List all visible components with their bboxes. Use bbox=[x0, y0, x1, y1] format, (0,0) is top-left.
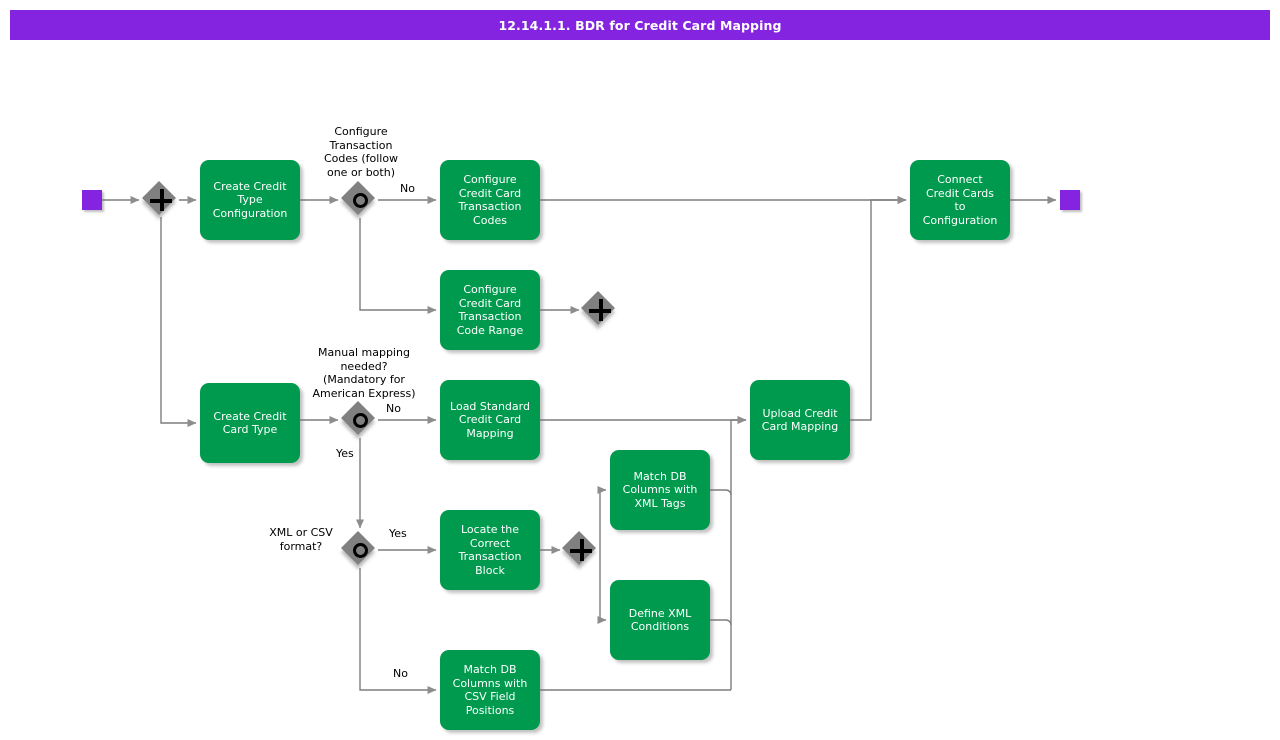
task-label: Create Credit Type Configuration bbox=[212, 179, 288, 220]
task-configure-credit-card-transaction-codes[interactable]: Configure Credit Card Transaction Codes bbox=[440, 160, 540, 240]
inclusive-circle-icon bbox=[352, 542, 368, 558]
task-label: Connect Credit Cards to Configuration bbox=[922, 173, 998, 227]
task-create-credit-type-configuration[interactable]: Create Credit Type Configuration bbox=[200, 160, 300, 240]
task-create-credit-card-type[interactable]: Create Credit Card Type bbox=[200, 383, 300, 463]
inclusive-gateway-xml-or-csv[interactable] bbox=[341, 531, 377, 567]
task-locate-the-correct-transaction-block[interactable]: Locate the Correct Transaction Block bbox=[440, 510, 540, 590]
gateway-label-xml-or-csv: XML or CSV format? bbox=[269, 526, 333, 553]
gateway-label-manual-mapping: Manual mapping needed? (Mandatory for Am… bbox=[312, 346, 416, 400]
edge-label-no-transaction-codes: No bbox=[400, 182, 415, 195]
task-label: Create Credit Card Type bbox=[213, 409, 287, 437]
task-label: Load Standard Credit Card Mapping bbox=[450, 399, 530, 440]
parallel-plus-icon bbox=[159, 189, 164, 211]
parallel-join-gateway-codes[interactable] bbox=[581, 291, 617, 327]
gateway-label-transaction-codes: Configure Transaction Codes (follow one … bbox=[323, 125, 399, 179]
edge-label-yes-xml-format: Yes bbox=[389, 527, 407, 540]
task-define-xml-conditions[interactable]: Define XML Conditions bbox=[610, 580, 710, 660]
inclusive-gateway-manual-mapping[interactable] bbox=[341, 401, 377, 437]
start-event[interactable] bbox=[82, 190, 102, 210]
task-label: Match DB Columns with CSV Field Position… bbox=[452, 663, 528, 717]
task-match-db-columns-with-xml-tags[interactable]: Match DB Columns with XML Tags bbox=[610, 450, 710, 530]
task-label: Upload Credit Card Mapping bbox=[761, 406, 839, 434]
task-label: Define XML Conditions bbox=[628, 606, 692, 634]
task-label: Configure Credit Card Transaction Code R… bbox=[456, 283, 524, 337]
task-label: Configure Credit Card Transaction Codes bbox=[458, 173, 522, 227]
task-connect-credit-cards-to-configuration[interactable]: Connect Credit Cards to Configuration bbox=[910, 160, 1010, 240]
task-label: Match DB Columns with XML Tags bbox=[622, 469, 698, 510]
task-configure-credit-card-transaction-code-range[interactable]: Configure Credit Card Transaction Code R… bbox=[440, 270, 540, 350]
edge-label-no-manual-mapping: No bbox=[386, 402, 401, 415]
edge-label-yes-manual-mapping: Yes bbox=[336, 447, 354, 460]
task-label: Locate the Correct Transaction Block bbox=[458, 523, 522, 577]
task-upload-credit-card-mapping[interactable]: Upload Credit Card Mapping bbox=[750, 380, 850, 460]
page-title: 12.14.1.1. BDR for Credit Card Mapping bbox=[10, 10, 1270, 40]
inclusive-circle-icon bbox=[352, 192, 368, 208]
inclusive-circle-icon bbox=[352, 412, 368, 428]
parallel-split-gateway-xml[interactable] bbox=[562, 531, 598, 567]
inclusive-gateway-transaction-codes[interactable] bbox=[341, 181, 377, 217]
parallel-plus-icon bbox=[598, 299, 603, 321]
edge-label-no-csv-format: No bbox=[393, 667, 408, 680]
task-match-db-columns-with-csv-field-positions[interactable]: Match DB Columns with CSV Field Position… bbox=[440, 650, 540, 730]
end-event[interactable] bbox=[1060, 190, 1080, 210]
parallel-split-gateway[interactable] bbox=[142, 181, 178, 217]
task-load-standard-credit-card-mapping[interactable]: Load Standard Credit Card Mapping bbox=[440, 380, 540, 460]
parallel-plus-icon bbox=[579, 539, 584, 561]
